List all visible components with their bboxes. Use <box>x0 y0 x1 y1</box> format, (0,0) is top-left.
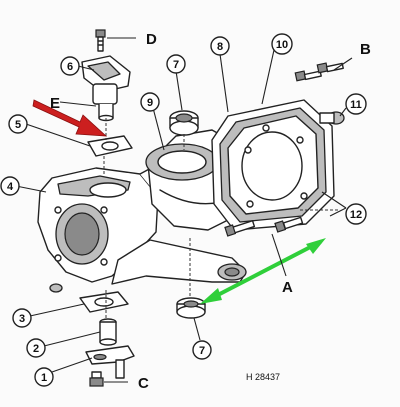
label-d: D <box>146 31 157 48</box>
svg-text:9: 9 <box>147 97 153 109</box>
svg-text:5: 5 <box>15 119 21 131</box>
callout-1: 1 <box>34 367 54 387</box>
lower-arm-part <box>111 239 247 285</box>
label-c: C <box>138 375 149 392</box>
leader-lines <box>15 37 353 383</box>
bolt-c-part <box>89 371 104 387</box>
svg-text:8: 8 <box>217 41 223 53</box>
bolt-d-part <box>95 29 106 52</box>
red-arrow <box>32 99 108 137</box>
label-a: A <box>282 279 293 296</box>
svg-text:3: 3 <box>19 313 25 325</box>
callout-9: 9 <box>140 92 160 112</box>
gasket-5-part <box>87 135 133 157</box>
bearing-7-lower-part <box>176 297 206 319</box>
svg-text:10: 10 <box>276 39 288 51</box>
svg-text:11: 11 <box>350 99 362 111</box>
figure-code: H 28437 <box>246 372 280 382</box>
small-washer-part <box>49 283 63 293</box>
svg-text:7: 7 <box>173 59 179 71</box>
bearing-7-upper-part <box>169 110 199 136</box>
sensor-bracket-part <box>81 55 131 122</box>
callout-4: 4 <box>0 176 20 196</box>
svg-text:2: 2 <box>33 343 39 355</box>
bolts-b-part <box>294 62 344 82</box>
svg-text:4: 4 <box>7 181 14 193</box>
callout-12: 12 <box>345 203 367 225</box>
label-e: E <box>50 95 60 112</box>
svg-text:1: 1 <box>41 372 47 384</box>
callout-6: 6 <box>60 56 80 76</box>
callout-5: 5 <box>8 114 28 134</box>
callout-11: 11 <box>345 93 367 115</box>
cover-plates-part <box>211 99 335 231</box>
bracket-1-part <box>85 345 135 379</box>
callout-3: 3 <box>12 308 32 328</box>
shaft-2-part <box>99 318 117 346</box>
svg-text:12: 12 <box>350 209 362 221</box>
callout-7-lower: 7 <box>192 340 212 360</box>
plug-11-part <box>319 111 345 125</box>
green-arrow <box>200 238 326 304</box>
bolts-a-part <box>224 216 304 237</box>
svg-text:6: 6 <box>67 61 73 73</box>
callout-10: 10 <box>271 33 293 55</box>
callout-7-upper: 7 <box>166 54 186 74</box>
svg-text:7: 7 <box>199 345 205 357</box>
callout-2: 2 <box>26 338 46 358</box>
label-b: B <box>360 41 371 58</box>
gasket-3-part <box>79 291 129 313</box>
callout-8: 8 <box>210 36 230 56</box>
